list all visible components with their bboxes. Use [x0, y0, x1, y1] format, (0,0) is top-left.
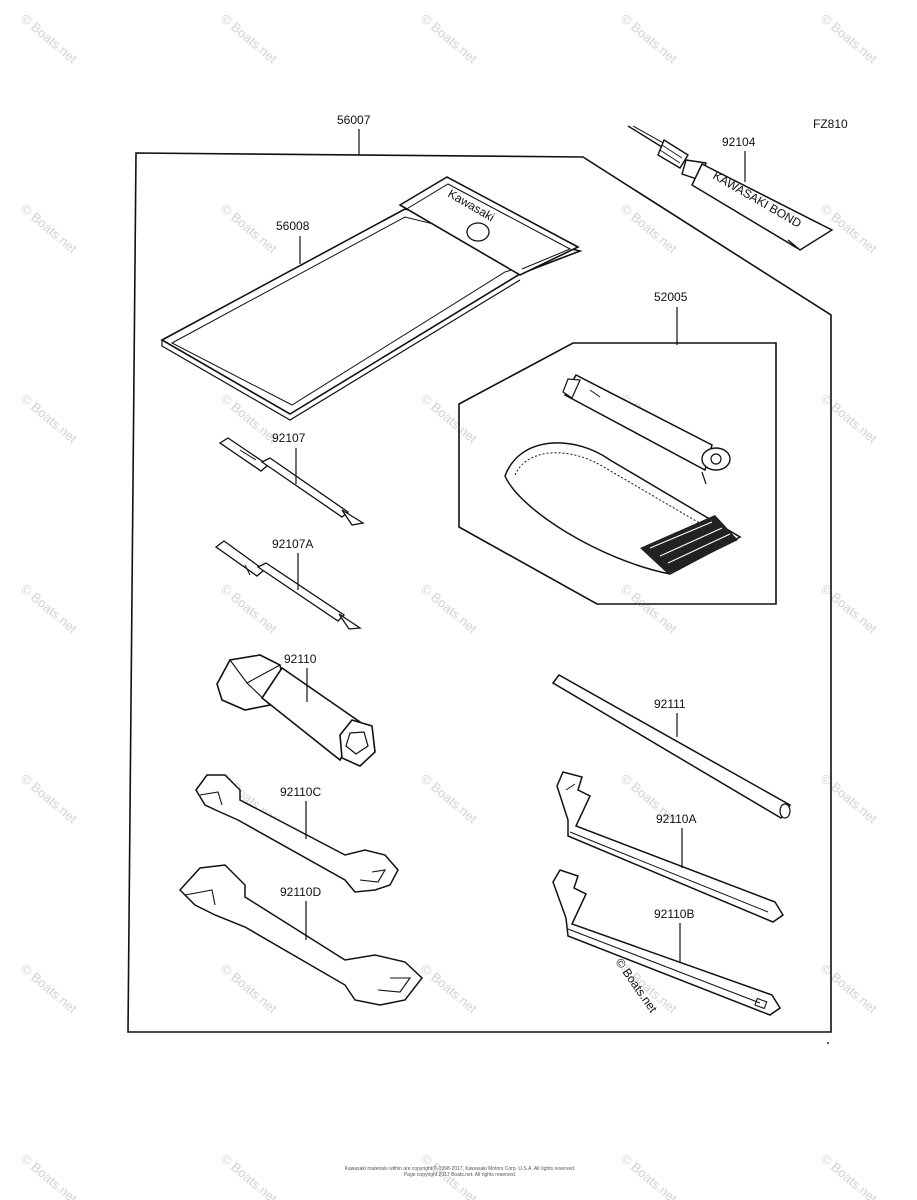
- label-52005[interactable]: 52005: [654, 290, 688, 304]
- watermark-text: © Boats.net: [418, 771, 480, 827]
- watermark-text: © Boats.net: [418, 961, 480, 1017]
- watermark-text: © Boats.net: [418, 391, 480, 447]
- label-92104[interactable]: 92104: [722, 135, 756, 149]
- label-92107[interactable]: 92107: [272, 431, 306, 445]
- kit-inset-frame: [458, 342, 777, 605]
- label-92110a[interactable]: 92110A: [656, 812, 696, 826]
- wrench-92110c: [195, 774, 399, 893]
- watermark-text: © Boats.net: [818, 961, 880, 1017]
- label-92107a[interactable]: 92107A: [272, 537, 313, 551]
- hook-wrench-92110a: [556, 771, 785, 923]
- footer-line-1: Kawasaki materials within are copyright …: [344, 1166, 576, 1172]
- watermark-text: © Boats.net: [18, 201, 80, 257]
- kit-frame: [127, 152, 832, 1033]
- watermark-text: © Boats.net: [18, 771, 80, 827]
- watermark-text: © Boats.net: [818, 391, 880, 447]
- label-92111[interactable]: 92111: [654, 697, 686, 711]
- label-92110[interactable]: 92110: [284, 652, 317, 666]
- snap-button: [466, 222, 490, 242]
- watermark-text: © Boats.net: [18, 11, 80, 67]
- watermark-text: © Boats.net: [818, 771, 880, 827]
- watermark-text: © Boats.net: [218, 11, 280, 67]
- watermark-text: © Boats.net: [618, 1151, 680, 1200]
- watermark-text: © Boats.net: [218, 201, 280, 257]
- watermark-text: © Boats.net: [818, 11, 880, 67]
- watermark-text: © Boats.net: [618, 581, 680, 637]
- bond-tube: KAWASAKI BOND: [627, 125, 834, 251]
- watermark-text: © Boats.net: [618, 11, 680, 67]
- label-92110d[interactable]: 92110D: [280, 885, 321, 899]
- watermark-text: © Boats.net: [18, 581, 80, 637]
- watermark-text: © Boats.net: [418, 11, 480, 67]
- label-56007[interactable]: 56007: [337, 113, 371, 127]
- label-92110c[interactable]: 92110C: [280, 785, 321, 799]
- footer-line-2: Page copyright 2017 Boats.net. All right…: [403, 1172, 517, 1178]
- bar-92111: [551, 674, 792, 820]
- tire-pump: [562, 373, 731, 485]
- watermark-text: © Boats.net: [618, 201, 680, 257]
- watermark-text: © Boats.net: [818, 581, 880, 637]
- hook-wrench-92110b: [552, 869, 782, 1016]
- watermark-text: © Boats.net: [418, 581, 480, 637]
- screwdriver-92107: [218, 437, 365, 526]
- label-56008[interactable]: 56008: [276, 219, 310, 233]
- wrench-92110d: [178, 864, 424, 1006]
- watermark-text: © Boats.net: [218, 581, 280, 637]
- watermark-text: © Boats.net: [218, 961, 280, 1017]
- figure-code: FZ810: [813, 117, 848, 131]
- tool-bag: [504, 442, 742, 575]
- watermark-text: © Boats.net: [18, 1151, 80, 1200]
- margin-dot: [827, 1042, 829, 1044]
- watermark-text: © Boats.net: [18, 961, 80, 1017]
- copyright-footer: Kawasaki materials within are copyright …: [300, 1166, 620, 1178]
- watermark-text: © Boats.net: [818, 1151, 880, 1200]
- watermark-text: © Boats.net: [218, 1151, 280, 1200]
- screwdriver-92107a: [214, 540, 362, 630]
- label-92110b[interactable]: 92110B: [654, 907, 694, 921]
- plug-wrench-92110: [216, 654, 376, 767]
- watermark-text: © Boats.net: [18, 391, 80, 447]
